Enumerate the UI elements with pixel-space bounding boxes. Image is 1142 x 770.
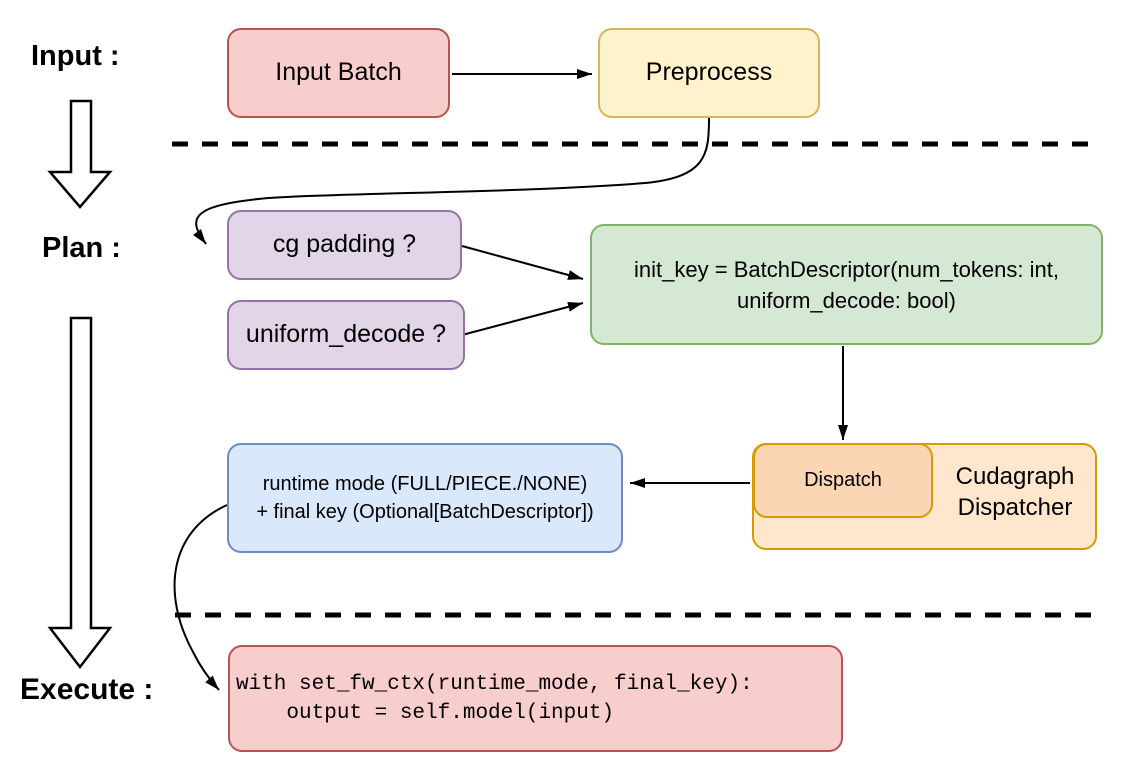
- down-arrow-plan-to-execute: [47, 316, 113, 670]
- node-cg-padding-label: cg padding ?: [272, 230, 417, 259]
- arrow-preprocess-to-cg-padding: [193, 117, 710, 245]
- node-input-batch-label: Input Batch: [275, 58, 402, 87]
- node-runtime-mode-line2: + final key (Optional[BatchDescriptor]): [256, 501, 594, 523]
- execute-code-line1: with set_fw_ctx(runtime_mode, final_key)…: [236, 672, 753, 696]
- node-init-key: init_key = BatchDescriptor(num_tokens: i…: [590, 224, 1103, 345]
- node-uniform-decode-label: uniform_decode ?: [245, 320, 447, 349]
- node-preprocess: Preprocess: [598, 28, 820, 118]
- node-runtime-mode-line1: runtime mode (FULL/PIECE./NONE): [262, 473, 588, 495]
- arrow-runtime-mode-to-execute-code: [173, 504, 228, 691]
- node-uniform-decode: uniform_decode ?: [227, 300, 465, 370]
- node-preprocess-label: Preprocess: [645, 58, 773, 87]
- node-cg-padding: cg padding ?: [227, 210, 462, 280]
- node-init-key-line2: uniform_decode: bool): [737, 287, 956, 313]
- cudagraph-label-line1: Cudagraph: [955, 463, 1075, 490]
- node-dispatch-label: Dispatch: [804, 469, 882, 491]
- cudagraph-label-line2: Dispatcher: [957, 494, 1073, 521]
- node-dispatch: Dispatch: [753, 443, 933, 518]
- node-input-batch: Input Batch: [227, 28, 450, 118]
- arrow-cg-padding-to-init-key: [461, 245, 584, 280]
- down-arrow-input-to-plan: [47, 99, 113, 209]
- node-execute-code: with set_fw_ctx(runtime_mode, final_key)…: [228, 645, 843, 752]
- node-runtime-mode: runtime mode (FULL/PIECE./NONE) + final …: [227, 443, 623, 553]
- node-init-key-line1: init_key = BatchDescriptor(num_tokens: i…: [634, 256, 1059, 282]
- node-cudagraph-dispatcher-label: Cudagraph Dispatcher: [935, 461, 1095, 523]
- stage-label-plan: Plan :: [42, 232, 121, 264]
- stage-label-execute: Execute :: [20, 673, 154, 706]
- arrow-uniform-decode-to-init-key: [461, 302, 584, 336]
- execute-code-line2: output = self.model(input): [236, 701, 615, 725]
- stage-label-input: Input :: [31, 40, 120, 72]
